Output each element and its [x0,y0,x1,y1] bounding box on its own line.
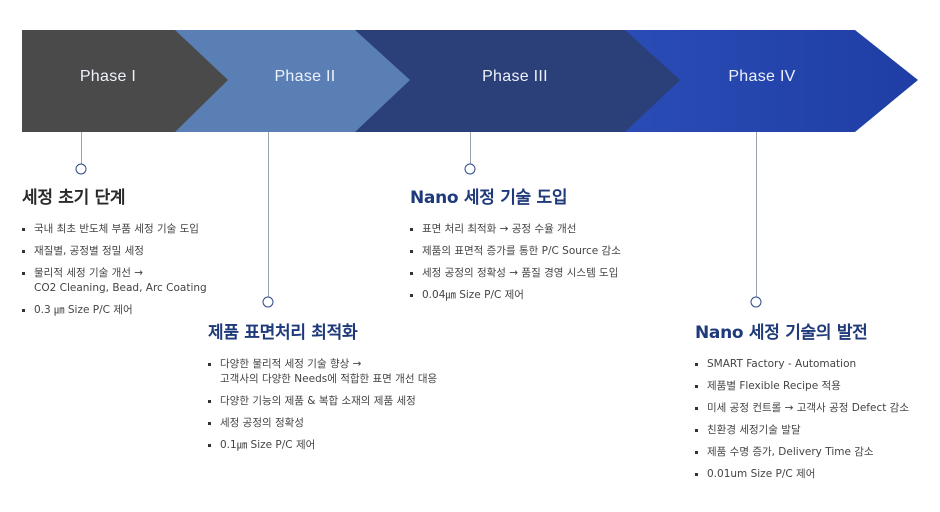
phase-2-block: 제품 표면처리 최적화 다양한 물리적 세정 기술 향상 → 고객사의 다양한 … [208,318,468,460]
phase-1-list: 국내 최초 반도체 부품 세정 기술 도입 재질별, 공정별 정밀 세정 물리적… [22,222,222,318]
phase-3-block: Nano 세정 기술 도입 표면 처리 최적화 → 공정 수율 개선 제품의 표… [410,183,660,310]
phase-3-list: 표면 처리 최적화 → 공정 수율 개선 제품의 표면적 증가를 통한 P/C … [410,222,660,303]
list-item: 다양한 물리적 세정 기술 향상 → 고객사의 다양한 Needs에 적합한 표… [208,357,468,387]
phase-arrow-band [22,30,918,132]
phase-1-arrow [22,30,228,132]
list-item: 제품별 Flexible Recipe 적용 [695,379,925,394]
list-item: 제품의 표면적 증가를 통한 P/C Source 감소 [410,244,660,259]
list-item: 0.04㎛ Size P/C 제어 [410,288,660,303]
list-item: 미세 공정 컨트롤 → 고객사 공정 Defect 감소 [695,401,925,416]
phase-3-title: Nano 세정 기술 도입 [410,188,568,208]
phase-1-label: Phase I [79,68,137,85]
list-item: 물리적 세정 기술 개선 → CO2 Cleaning, Bead, Arc C… [22,266,222,296]
phase-3-arrow [345,30,680,132]
phase-4-node [750,296,762,308]
phase-4-label: Phase IV [728,68,796,85]
list-item: 제품 수명 증가, Delivery Time 감소 [695,445,925,460]
phase-1-connector [81,132,82,169]
phase-2-list: 다양한 물리적 세정 기술 향상 → 고객사의 다양한 Needs에 적합한 표… [208,357,468,453]
phase-3-label: Phase III [482,68,548,85]
list-item: 세정 공정의 정확성 [208,416,468,431]
phase-1-node [75,163,87,175]
phase-2-connector [268,132,269,302]
phase-2-node [262,296,274,308]
phase-4-block: Nano 세정 기술의 발전 SMART Factory - Automatio… [695,318,925,489]
phase-3-connector [470,132,471,169]
list-item: 표면 처리 최적화 → 공정 수율 개선 [410,222,660,237]
phase-4-title: Nano 세정 기술의 발전 [695,323,868,343]
list-item: 0.1㎛ Size P/C 제어 [208,438,468,453]
phase-2-label: Phase II [274,68,336,85]
list-item: 친환경 세정기술 발달 [695,423,925,438]
phase-2-title: 제품 표면처리 최적화 [208,323,358,343]
phase-1-title: 세정 초기 단계 [22,188,126,208]
list-item: 0.01um Size P/C 제어 [695,467,925,482]
phase-3-node [464,163,476,175]
list-item: 국내 최초 반도체 부품 세정 기술 도입 [22,222,222,237]
phase-1-block: 세정 초기 단계 국내 최초 반도체 부품 세정 기술 도입 재질별, 공정별 … [22,183,222,325]
phase-4-list: SMART Factory - Automation 제품별 Flexible … [695,357,925,482]
list-item: 0.3 ㎛ Size P/C 제어 [22,303,222,318]
list-item: 재질별, 공정별 정밀 세정 [22,244,222,259]
list-item: 세정 공정의 정확성 → 품질 경영 시스템 도입 [410,266,660,281]
list-item: 다양한 기능의 제품 & 복합 소재의 제품 세정 [208,394,468,409]
phase-4-connector [756,132,757,302]
phase-2-arrow [160,30,410,132]
list-item: SMART Factory - Automation [695,357,925,372]
